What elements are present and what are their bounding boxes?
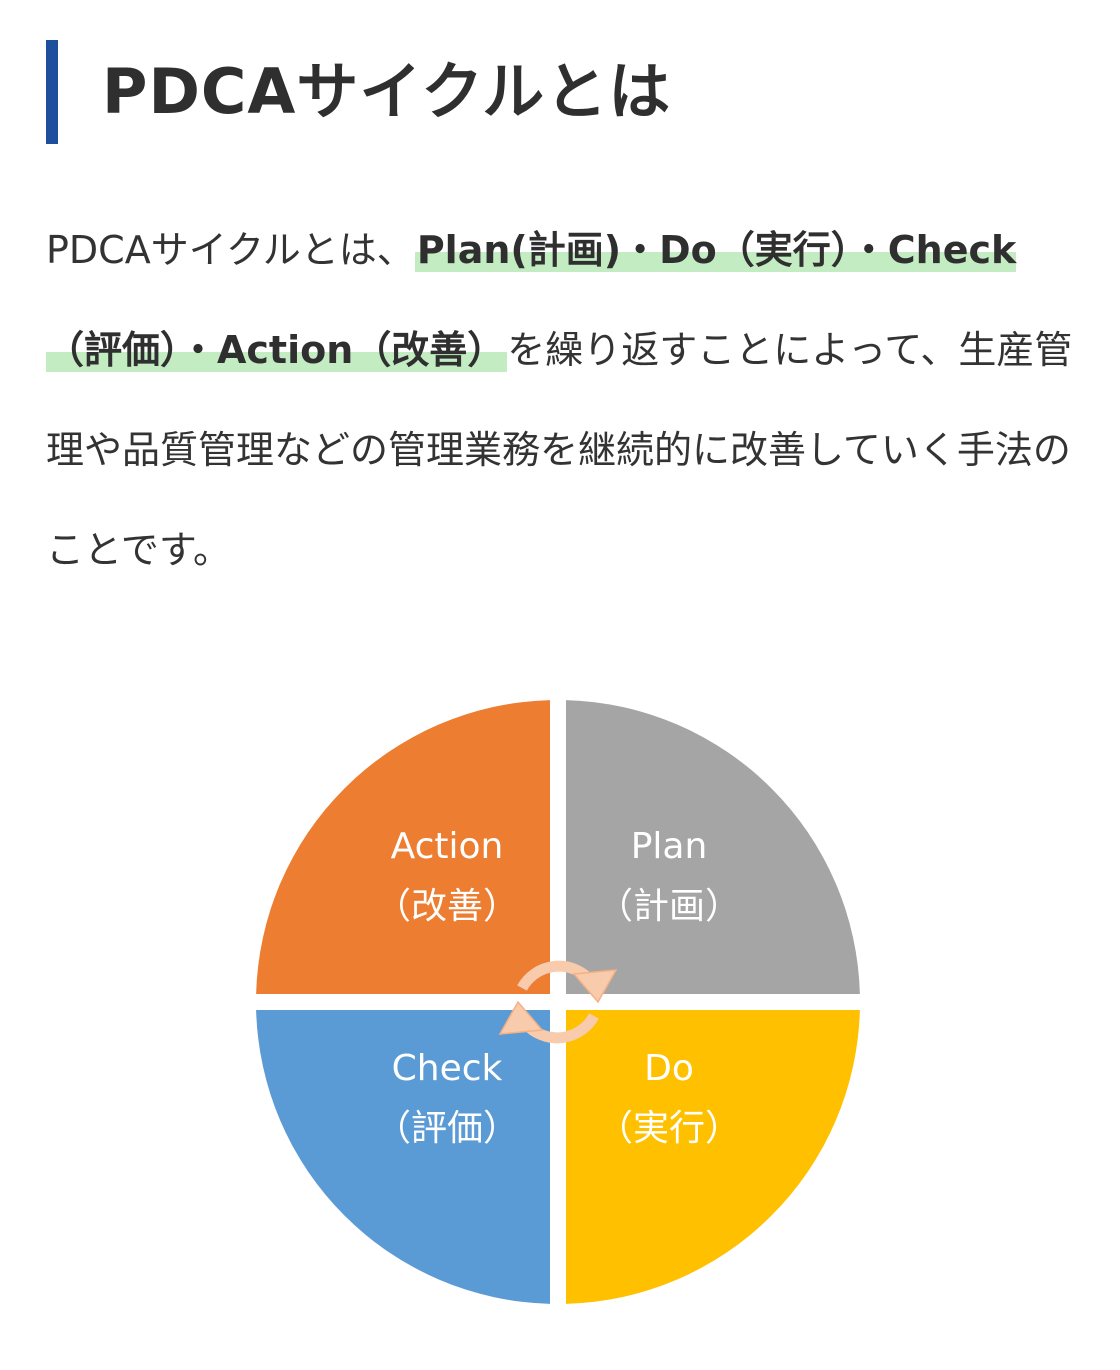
quadrant-check-title: Check [392, 1048, 503, 1089]
quadrant-plan-subtitle: （計画） [597, 886, 741, 927]
quadrant-action [256, 700, 550, 994]
cycle-arrows [498, 960, 618, 1044]
paragraph-intro: PDCAサイクルとは、 [46, 228, 415, 272]
cycle-arrowhead-upper [572, 969, 618, 1004]
quadrant-do [566, 1010, 860, 1304]
quadrant-check [256, 1010, 550, 1304]
quadrant-plan-title: Plan [631, 826, 708, 867]
quadrant-action-subtitle: （改善） [375, 886, 519, 927]
heading-accent-bar [46, 40, 58, 144]
section-heading: PDCAサイクルとは [46, 40, 1066, 144]
quadrant-do-title: Do [644, 1048, 694, 1089]
quadrant-action-title: Action [391, 826, 504, 867]
quadrant-do-subtitle: （実行） [597, 1108, 741, 1149]
cycle-arrowhead-lower [498, 1000, 544, 1035]
pdca-cycle-diagram: Plan （計画） Do （実行） Check （評価） Action （改善） [0, 600, 1120, 1320]
pdca-diagram-svg: Plan （計画） Do （実行） Check （評価） Action （改善） [256, 700, 860, 1304]
paragraph-rest: を繰り返すことによって、生産管理や品質管理などの管理業務を継続的に改善していく手… [46, 328, 1073, 572]
quadrant-plan [566, 700, 860, 994]
page-title: PDCAサイクルとは [102, 55, 672, 128]
quadrant-check-subtitle: （評価） [375, 1108, 519, 1149]
description-paragraph: PDCAサイクルとは、Plan(計画)・Do（実行）・Check（評価）・Act… [46, 200, 1076, 600]
